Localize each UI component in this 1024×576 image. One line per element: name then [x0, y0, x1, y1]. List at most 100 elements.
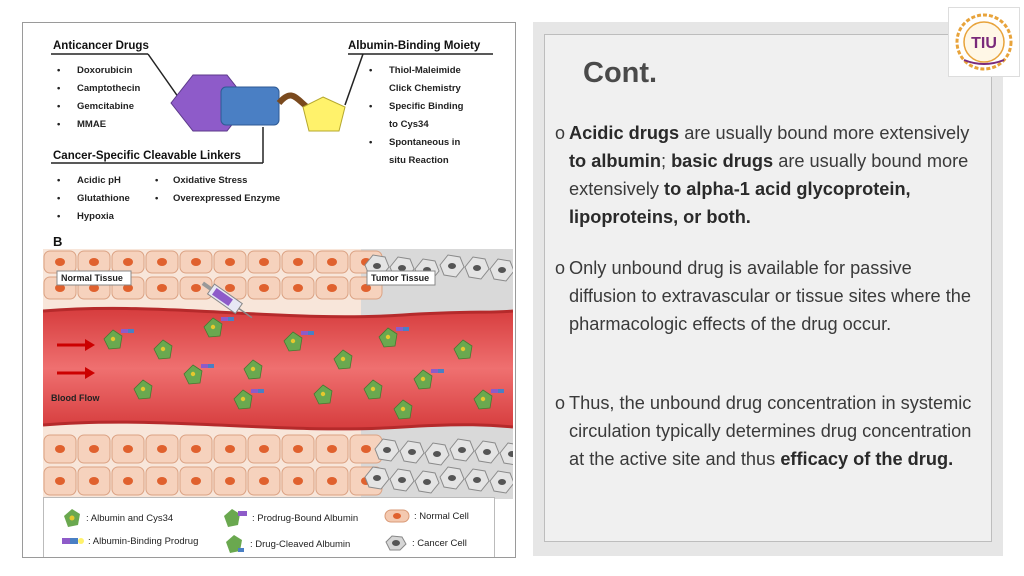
cancer-cell [464, 256, 490, 280]
drug-item: Camptothecin [77, 83, 141, 94]
normal-cell [43, 466, 77, 496]
albumin-molecule [413, 369, 444, 390]
albumin-molecule [313, 384, 333, 405]
albumin-molecule [153, 339, 173, 360]
cancer-cell [499, 442, 513, 466]
cancer-cell-icon [385, 535, 407, 551]
svg-text:•: • [369, 101, 373, 112]
albumin-molecule [363, 379, 383, 400]
cancer-cell [364, 466, 390, 490]
normal-cell [179, 434, 213, 464]
blood-flow-label: Blood Flow [51, 393, 100, 403]
svg-text:•: • [369, 137, 373, 148]
normal-cell [145, 276, 179, 300]
panel-b-label: B [53, 234, 63, 249]
prodrug-icon [62, 538, 84, 544]
normal-cell [281, 250, 315, 274]
albumin-icon [64, 509, 80, 527]
tumor-tissue-label: Tumor Tissue [371, 273, 429, 283]
conjugate-diagram: Anticancer Drugs •Doxorubicin •Camptothe… [51, 40, 493, 222]
svg-text:•: • [57, 65, 61, 76]
legend-normal-cell: : Normal Cell [384, 508, 469, 524]
normal-cell [77, 466, 111, 496]
svg-text:•: • [57, 101, 61, 112]
albumin-molecule [243, 359, 263, 380]
bullet-1-text: Acidic drugs are usually bound more exte… [569, 123, 970, 227]
albumin-molecule [103, 329, 134, 350]
albumin-molecule [393, 399, 413, 420]
cancer-cell [439, 466, 465, 490]
drug-item: MMAE [77, 119, 106, 130]
linker-title: Cancer-Specific Cleavable Linkers [53, 150, 241, 162]
blood-flow-arrow-icon [57, 339, 95, 379]
cancer-cell [414, 470, 440, 494]
normal-cell [247, 434, 281, 464]
normal-cell [43, 250, 77, 274]
normal-cell-icon [384, 509, 410, 523]
cancer-cell [374, 438, 400, 462]
normal-cell [247, 250, 281, 274]
svg-text:•: • [57, 211, 61, 222]
svg-text:•: • [369, 65, 373, 76]
albumin-molecule [183, 364, 214, 385]
prodrug-bound-albumin-icon [224, 509, 247, 527]
linker-item: Oxidative Stress [173, 175, 247, 186]
bullet-marker: o [555, 123, 566, 143]
normal-cell [43, 434, 77, 464]
svg-text:•: • [57, 119, 61, 130]
figure-panel: Anticancer Drugs •Doxorubicin •Camptothe… [22, 22, 516, 558]
cancer-cell [464, 468, 490, 492]
albumin-molecule [233, 389, 264, 410]
bullet-marker: o [555, 393, 566, 413]
svg-text:•: • [57, 193, 61, 204]
cancer-cell [474, 440, 500, 464]
normal-tissue-label: Normal Tissue [61, 273, 123, 283]
bullet-3-text: Thus, the unbound drug concentration in … [569, 393, 972, 469]
albumin-molecule [203, 317, 234, 338]
linker-item: Acidic pH [77, 175, 121, 186]
university-logo: TIU [948, 7, 1020, 77]
linker-item: Overexpressed Enzyme [173, 193, 280, 204]
blood-vessel [43, 308, 513, 429]
normal-cell [213, 250, 247, 274]
moiety-item: Specific Binding [389, 101, 464, 112]
cancer-cell [489, 258, 513, 282]
albumin-molecule [283, 331, 314, 352]
content-panel: Cont. o Acidic drugs are usually bound m… [544, 34, 992, 542]
normal-cell [145, 434, 179, 464]
legend-albumin: : Albumin and Cys34 [62, 508, 173, 528]
moiety-item: Click Chemistry [389, 83, 462, 94]
cancer-cell [489, 470, 513, 494]
svg-text:•: • [155, 193, 159, 204]
normal-cell [111, 434, 145, 464]
normal-cell [315, 276, 349, 300]
normal-cell [281, 466, 315, 496]
bullet-2-text: Only unbound drug is available for passi… [569, 258, 972, 334]
normal-cell [247, 466, 281, 496]
cancer-cell [449, 438, 475, 462]
albumin-molecule [333, 349, 353, 370]
normal-cell [179, 250, 213, 274]
moiety-item: situ Reaction [389, 155, 449, 166]
anticancer-title: Anticancer Drugs [53, 40, 149, 52]
moiety-item: Spontaneous in [389, 137, 460, 148]
linker-block-icon [220, 86, 280, 126]
logo-emblem-icon: TIU [955, 13, 1013, 71]
svg-text:•: • [155, 175, 159, 186]
bullet-marker: o [555, 258, 566, 278]
albumin-molecule [453, 339, 473, 360]
normal-cell [281, 276, 315, 300]
legend-albumin-binding-prodrug: : Albumin-Binding Prodrug [62, 534, 198, 548]
legend-drug-cleaved: : Drug-Cleaved Albumin [224, 534, 350, 554]
albumin-molecule [473, 389, 504, 410]
normal-cell [145, 466, 179, 496]
normal-cell [315, 250, 349, 274]
normal-cell [145, 250, 179, 274]
cancer-cell [439, 254, 465, 278]
cancer-cell [399, 440, 425, 464]
normal-cell [77, 434, 111, 464]
tissue-illustration: Blood Flow Normal Tissue Tumor Tissue [43, 249, 513, 499]
legend-prodrug-bound: : Prodrug-Bound Albumin [224, 508, 358, 528]
svg-text:•: • [57, 83, 61, 94]
normal-cell [179, 466, 213, 496]
